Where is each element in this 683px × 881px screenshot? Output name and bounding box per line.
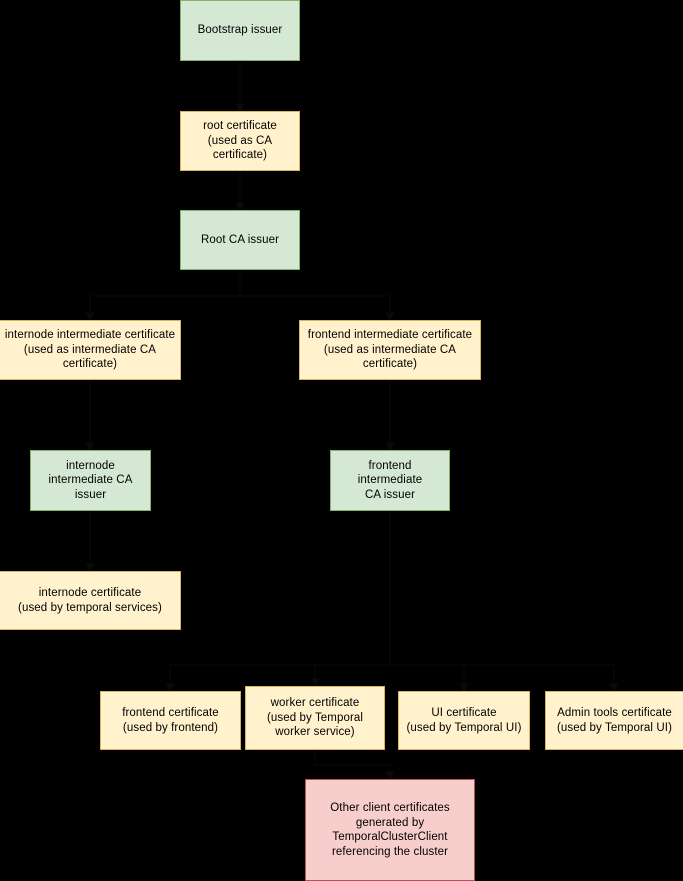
node-admin-tools-certificate[interactable]: Admin tools certificate (used by Tempora… [545,691,683,750]
arrowhead-worker-certificate [310,678,320,688]
arrowhead-frontend-intermediate [385,312,395,322]
node-frontend-intermediate-ca-issuer[interactable]: frontend intermediate CA issuer [330,450,450,511]
node-label: Admin tools certificate (used by Tempora… [556,707,673,734]
node-label: internode intermediate certificate (used… [4,329,176,371]
edge-frontend-issuer-to-other-clients [314,750,391,779]
node-label: frontend certificate (used by frontend) [122,707,219,734]
arrowhead-internode-intermediate [85,312,95,322]
node-label: internode certificate (used by temporal … [18,587,162,614]
arrowhead-root-ca-issuer [235,202,245,212]
node-label: worker certificate (used by Temporal wor… [266,697,364,739]
edge-root-ca-to-frontend-intermediate [239,270,391,320]
arrowhead-root-cert [235,103,245,113]
node-label: UI certificate (used by Temporal UI) [406,707,522,734]
edge-frontend-issuer-to-frontend-cert [169,511,391,691]
arrowhead-frontend-certificate [165,683,175,693]
node-root-ca-issuer[interactable]: Root CA issuer [180,210,300,270]
node-label: root certificate (used as CA certificate… [203,120,277,162]
node-internode-certificate[interactable]: internode certificate (used by temporal … [0,571,181,630]
node-label: frontend intermediate CA issuer [357,459,423,501]
node-label: internode intermediate CA issuer [48,459,133,501]
node-frontend-intermediate-certificate[interactable]: frontend intermediate certificate (used … [299,320,481,380]
arrowhead-admin-tools-certificate [609,683,619,693]
node-frontend-certificate[interactable]: frontend certificate (used by frontend) [100,691,241,750]
node-root-certificate[interactable]: root certificate (used as CA certificate… [180,111,300,171]
arrowhead-ui-certificate [459,683,469,693]
edge-frontend-issuer-to-worker-cert [314,511,391,686]
node-ui-certificate[interactable]: UI certificate (used by Temporal UI) [398,691,530,750]
node-label: Bootstrap issuer [197,24,283,37]
node-bootstrap-issuer[interactable]: Bootstrap issuer [180,0,300,61]
node-label: frontend intermediate certificate (used … [307,329,473,371]
edge-frontend-issuer-to-ui-cert [389,511,465,691]
edge-root-ca-to-internode-intermediate [89,270,241,320]
node-other-client-certificates[interactable]: Other client certificates generated by T… [305,779,475,881]
arrowhead-internode-intermediate-ca-issuer [85,442,95,452]
edge-frontend-issuer-to-admin-cert [389,511,615,691]
arrowhead-internode-certificate [85,563,95,573]
node-label: Other client certificates generated by T… [330,802,450,858]
arrowhead-frontend-intermediate-ca-issuer [385,442,395,452]
node-internode-intermediate-certificate[interactable]: internode intermediate certificate (used… [0,320,181,380]
node-internode-intermediate-ca-issuer[interactable]: internode intermediate CA issuer [30,450,151,511]
arrowhead-other-client-certificates [385,771,395,781]
node-label: Root CA issuer [200,233,280,246]
node-worker-certificate[interactable]: worker certificate (used by Temporal wor… [245,686,385,750]
